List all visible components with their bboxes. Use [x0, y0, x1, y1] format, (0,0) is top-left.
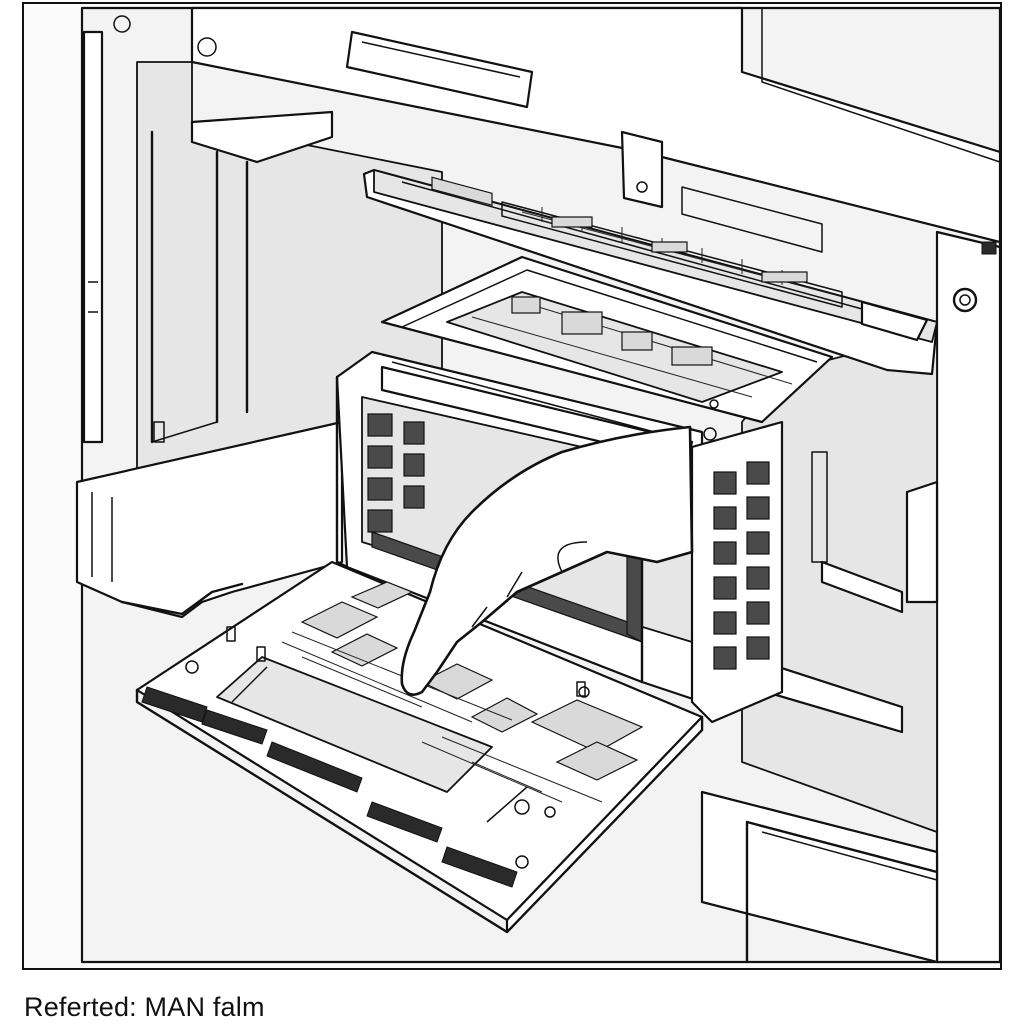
- illustration-frame: [22, 2, 1002, 970]
- pointing-hand: [400, 425, 694, 696]
- upper-tray: [362, 168, 939, 376]
- figure-caption: Referted: MAN falm: [24, 992, 265, 1022]
- circuit-board-module: [135, 560, 704, 934]
